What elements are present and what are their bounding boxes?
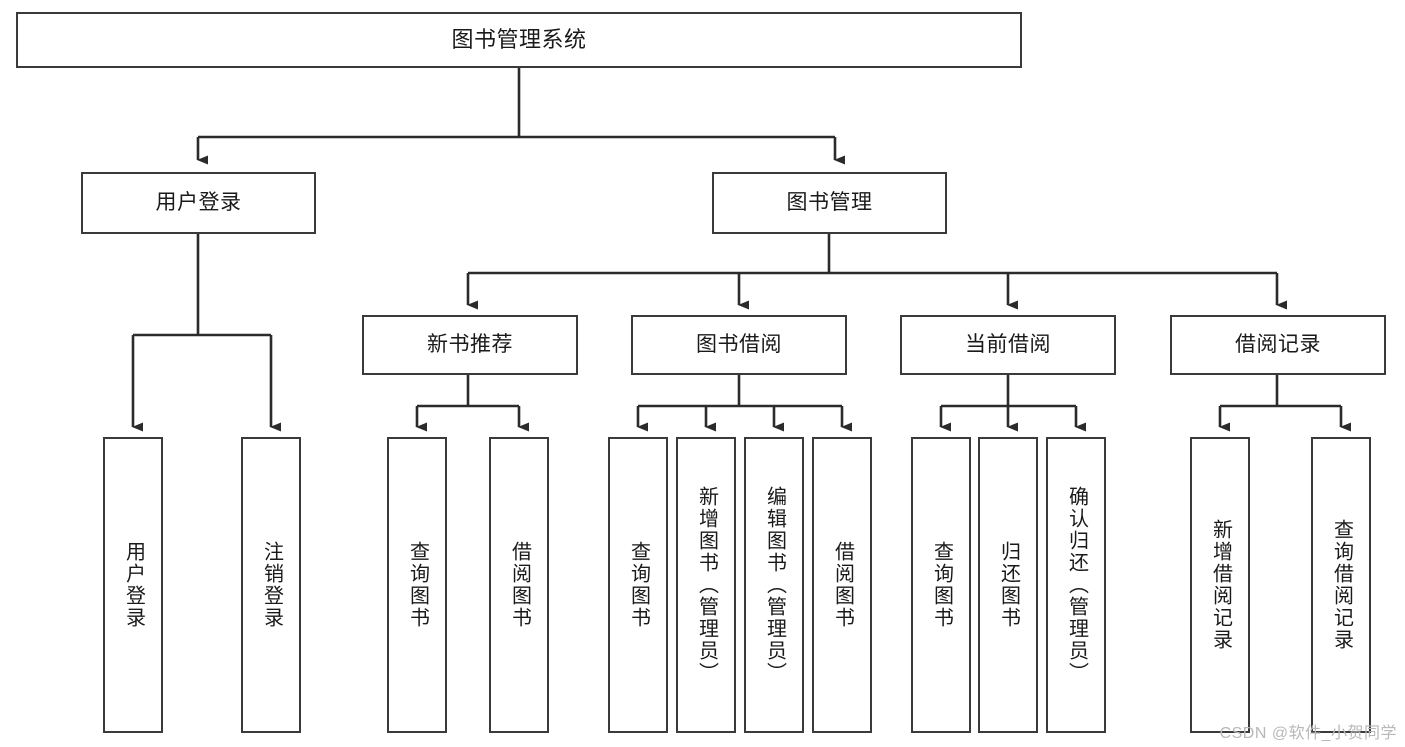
node-label: 查询图书 [627, 541, 650, 629]
node-label: 新书推荐 [427, 332, 513, 356]
node-root-system[interactable]: 图书管理系统 [16, 12, 1022, 68]
node-label: 注销登录 [260, 541, 283, 629]
node-label: 借阅图书 [831, 541, 854, 629]
node-label: 借阅记录 [1235, 332, 1321, 356]
node-label: 当前借阅 [965, 332, 1051, 356]
leaf-record-add-record[interactable]: 新增借阅记录 [1190, 437, 1250, 733]
leaf-borrow-borrow-book[interactable]: 借阅图书 [812, 437, 872, 733]
node-label: 查询图书 [406, 541, 429, 629]
leaf-current-query-book[interactable]: 查询图书 [911, 437, 971, 733]
leaf-borrow-edit-book-admin[interactable]: 编辑图书（管理员） [744, 437, 804, 733]
node-book-management[interactable]: 图书管理 [712, 172, 947, 234]
node-label: 归还图书 [997, 541, 1020, 629]
leaf-current-return-book[interactable]: 归还图书 [978, 437, 1038, 733]
leaf-user-login-logout[interactable]: 注销登录 [241, 437, 301, 733]
node-current-borrow[interactable]: 当前借阅 [900, 315, 1116, 375]
node-label: 查询图书 [930, 541, 953, 629]
watermark: CSDN @软件_小贺同学 [1219, 725, 1397, 742]
node-label: 新增借阅记录 [1209, 519, 1232, 651]
node-label: 用户登录 [122, 541, 145, 629]
leaf-recommend-borrow-book[interactable]: 借阅图书 [489, 437, 549, 733]
node-label: 图书管理 [786, 190, 873, 214]
leaf-recommend-query-book[interactable]: 查询图书 [387, 437, 447, 733]
node-label: 确认归还（管理员） [1065, 486, 1088, 684]
node-label: 新增图书（管理员） [695, 486, 718, 684]
leaf-current-confirm-return-admin[interactable]: 确认归还（管理员） [1046, 437, 1106, 733]
node-label: 用户登录 [155, 190, 242, 214]
node-label: 查询借阅记录 [1330, 519, 1353, 651]
leaf-record-query-record[interactable]: 查询借阅记录 [1311, 437, 1371, 733]
node-borrow-record[interactable]: 借阅记录 [1170, 315, 1386, 375]
node-book-borrow[interactable]: 图书借阅 [631, 315, 847, 375]
leaf-borrow-query-book[interactable]: 查询图书 [608, 437, 668, 733]
node-user-login[interactable]: 用户登录 [81, 172, 316, 234]
node-label: 借阅图书 [508, 541, 531, 629]
node-label: 图书管理系统 [451, 27, 587, 53]
leaf-borrow-add-book-admin[interactable]: 新增图书（管理员） [676, 437, 736, 733]
node-new-book-recommend[interactable]: 新书推荐 [362, 315, 578, 375]
node-label: 图书借阅 [696, 332, 782, 356]
node-label: 编辑图书（管理员） [763, 486, 786, 684]
leaf-user-login-login[interactable]: 用户登录 [103, 437, 163, 733]
